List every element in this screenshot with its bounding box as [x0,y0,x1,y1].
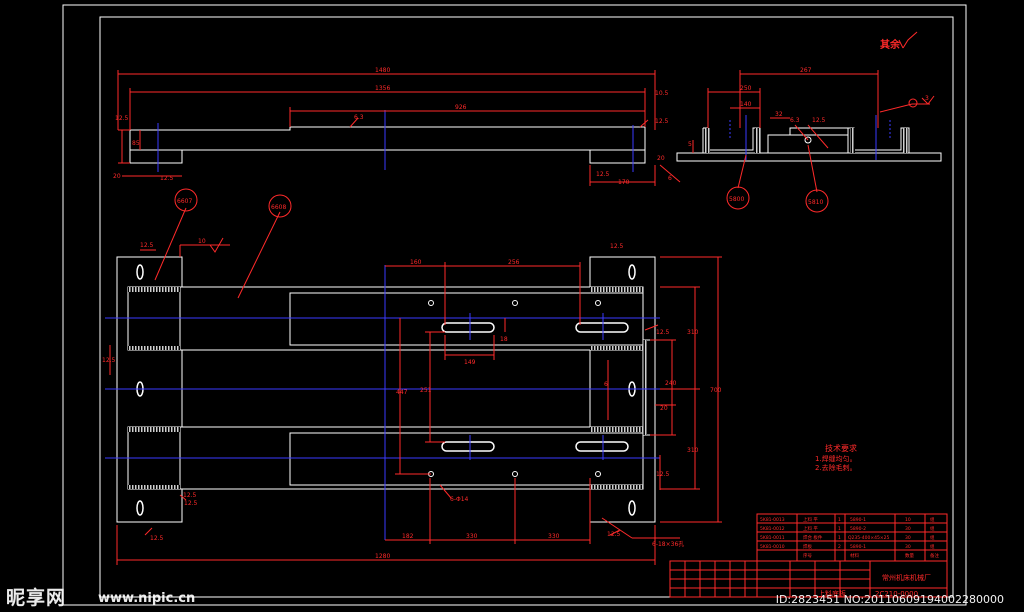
pv-447: 447 [396,389,408,396]
pv-bottom-left2: 12.5 [184,500,198,507]
parts-list: 5K81-0013 上料 平 1 5890-1 10 组 5K81-0012 上… [760,516,939,559]
pv-slot: 149 [464,359,476,366]
parts-r2-c3: 1 [838,526,841,532]
sv-rough3: 3 [925,95,929,102]
parts-r4-c2: 焊板 [803,543,812,550]
pv-slot-note: 6-18×36孔 [652,540,684,548]
tv-right-end: 20 [657,155,665,162]
pv-left-rough2: 12.5 [102,357,116,364]
pv-left-weld: 10 [198,238,206,245]
title-block [669,513,948,598]
parts-r2-c1: 5K81-0012 [760,526,785,532]
sv-side-dim: 5 [688,141,692,148]
tech-req-title: 技术要求 [825,443,857,453]
company-name: 常州机床机械厂 [882,573,931,582]
tv-middle-dim: 926 [455,104,467,111]
plan-view: 160 256 149 18 12.5 10 12.5 12.5 12.5 31… [102,188,722,565]
callout-5810: 5810 [808,199,823,206]
sv-overall-dim: 267 [800,67,812,74]
tv-left-h1: 12.5 [115,115,129,122]
parts-r4-c6: 组 [930,543,935,550]
parts-r3-c6: 组 [930,534,935,541]
pv-hole-note: 6-Φ14 [450,496,469,503]
tv-right-top: 10.5 [655,90,669,97]
pv-bottom-right: 12.5 [607,531,621,538]
parts-r4-c1: 5K81-0010 [760,544,785,550]
tv-mid-rough: 6.3 [354,114,364,121]
sv-inner-dim: 250 [740,85,752,92]
parts-h-c5: 数量 [905,552,914,559]
callout-6608: 6608 [271,204,286,211]
pv-20: 20 [660,405,668,412]
tv-left-h2: 85 [132,140,140,147]
tech-req-item-1: 1.焊缝均匀。 [815,454,857,463]
pv-182: 182 [402,533,414,540]
callout-6607: 6607 [177,198,192,205]
pv-251: 251 [420,387,432,394]
parts-r3-c4: Q235-400×45×25 [848,535,889,541]
pv-bottom-left: 12.5 [150,535,164,542]
outer-border [62,4,967,606]
tv-overall-dim: 1480 [375,67,390,74]
parts-r2-c5: 30 [905,526,911,532]
pv-310b: 310 [687,447,699,454]
parts-r1-c3: 1 [838,517,841,523]
sv-rough2: 12.5 [812,117,826,124]
parts-r3-c1: 5K81-0011 [760,535,785,541]
pv-310a: 310 [687,329,699,336]
tv-right-bot2: 170 [618,179,630,186]
sv-gap-dim: 32 [775,111,783,118]
sv-chan-dim: 140 [740,101,752,108]
callout-5800: 5800 [729,196,744,203]
parts-h-c2: 序号 [803,552,812,559]
inner-border [99,16,954,598]
sv-rough1: 6.3 [790,117,800,124]
pv-700: 700 [710,387,722,394]
parts-r2-c2: 上料 平 [803,525,818,532]
side-view: 267 250 140 32 5 6.3 12.5 3 5800 5810 [676,67,942,213]
pv-left-rough: 12.5 [140,242,154,249]
pv-hole6: 6 [604,381,608,388]
tv-inner-dim: 1356 [375,85,390,92]
top-view: 1480 1356 926 12.5 85 20 12.5 10.5 12.5 … [113,67,681,186]
tv-right-rough: 6 [668,175,672,182]
parts-r1-c2: 上料 平 [803,516,818,523]
parts-r3-c5: 30 [905,535,911,541]
drawing-number: 2C210-0000 [875,590,918,598]
parts-r3-c2: 焊合 板件 [803,534,823,541]
pv-right-rough3: 12.5 [656,471,670,478]
pv-overall: 1280 [375,553,390,560]
pv-slot-h: 18 [500,336,508,343]
part-name: 上料底板 [818,589,846,598]
pv-330: 330 [466,533,478,540]
tech-req-item-2: 2.去除毛刺。 [815,463,857,472]
parts-r1-c5: 10 [905,517,911,523]
pv-330b: 330 [548,533,560,540]
tv-right-bot1: 12.5 [596,171,610,178]
tv-left-h3: 20 [113,173,121,180]
tech-requirements: 技术要求 1.焊缝均匀。 2.去除毛刺。 [815,443,857,472]
parts-r2-c6: 组 [930,525,935,532]
parts-r4-c5: 30 [905,544,911,550]
parts-h-c6: 备注 [930,552,939,559]
parts-r1-c4: 5890-1 [850,517,866,523]
parts-h-c4: 材料 [850,552,859,559]
parts-r1-c6: 组 [930,516,935,523]
parts-r2-c4: 5890-2 [850,526,866,532]
pv-top-b: 256 [508,259,520,266]
parts-r4-c4: 5890-1 [850,544,866,550]
roughness-note-text: 其余 [880,38,901,51]
pv-top-a: 160 [410,259,422,266]
pv-right-mid-rough: 12.5 [656,329,670,336]
pv-bottom-left3: 12.5 [183,492,197,499]
roughness-note: 其余 [880,31,918,51]
parts-r3-c3: 1 [838,535,841,541]
pv-right-top-rough: 12.5 [610,243,624,250]
tv-left-bot: 12.5 [160,175,174,182]
parts-r4-c3: 2 [838,544,841,550]
tv-right-mid: 12.5 [655,118,669,125]
pv-240: 240 [665,380,677,387]
parts-r1-c1: 5K81-0013 [760,517,785,523]
